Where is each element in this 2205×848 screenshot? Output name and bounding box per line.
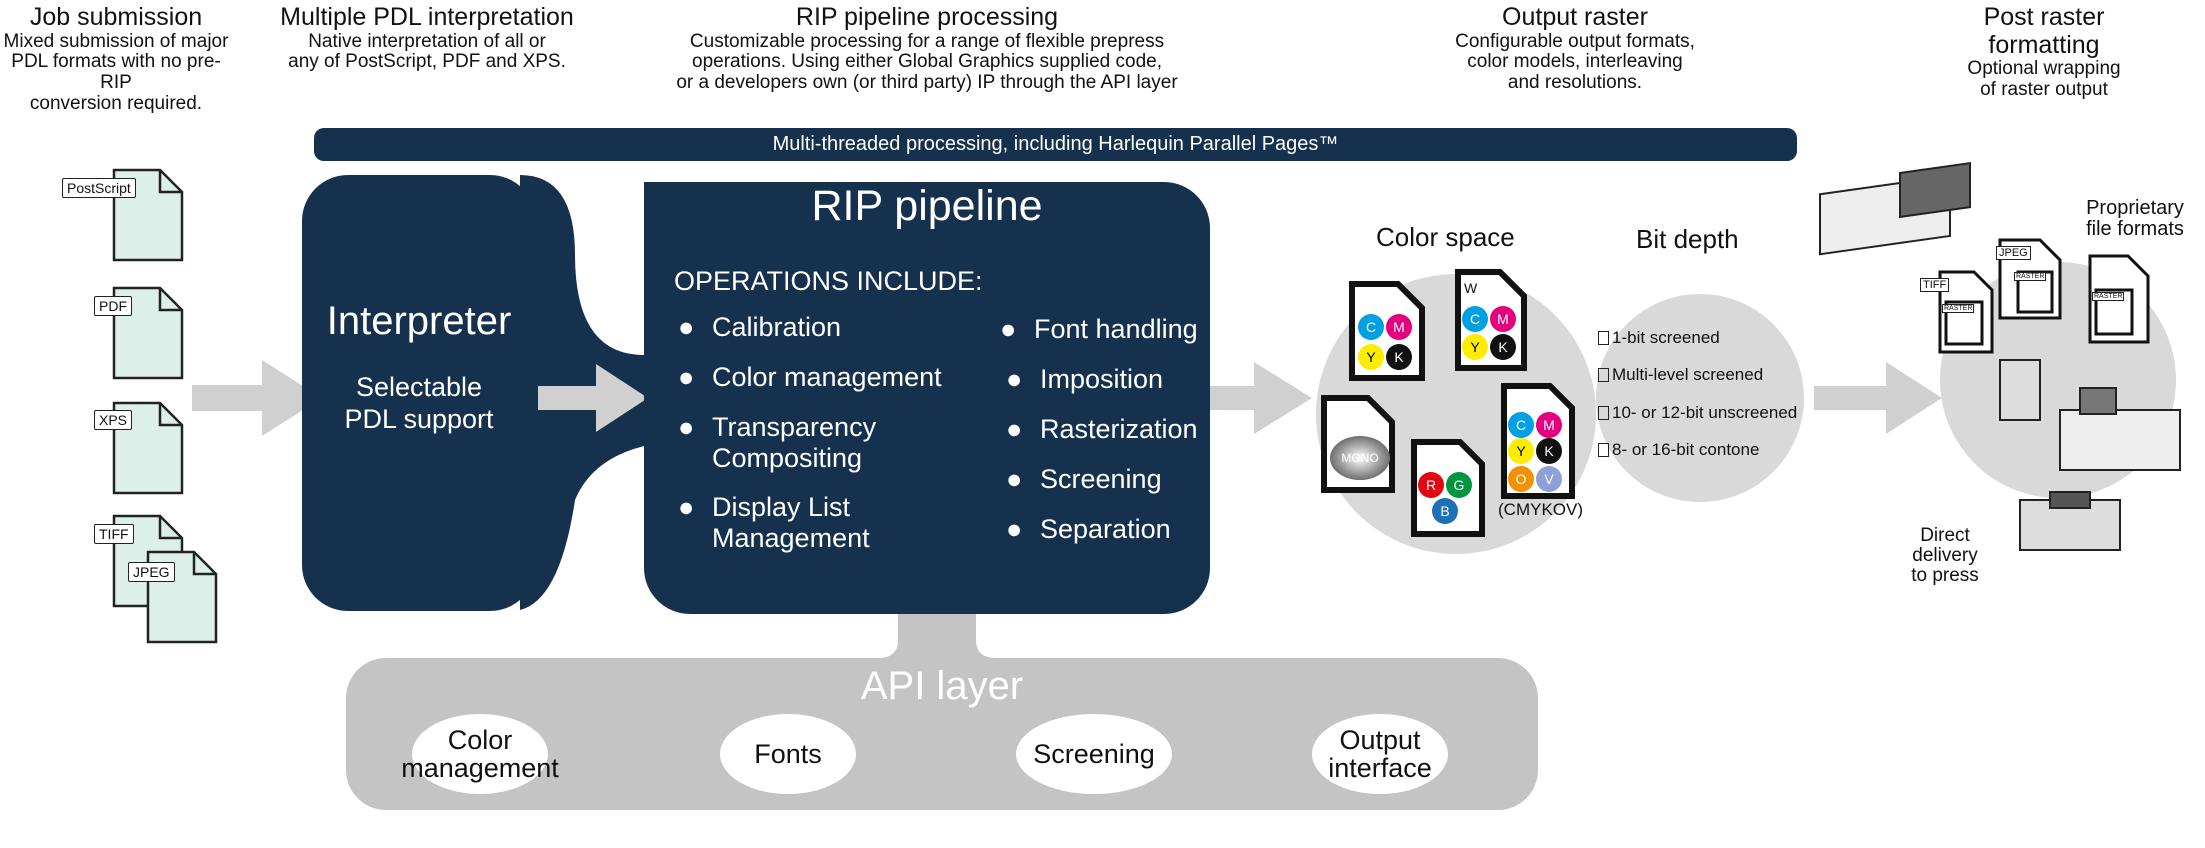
raster-tag: RASTER (1942, 304, 1975, 313)
swatch-r: R (1418, 472, 1444, 498)
cmykov-label: (CMYKOV) (1498, 500, 1583, 519)
header-title: RIP pipeline processing (795, 3, 1059, 31)
swatch-k: K (1386, 344, 1412, 370)
header-title: Output raster (1502, 3, 1648, 31)
swatch-y: Y (1508, 438, 1534, 464)
raster-tag: RASTER (2014, 272, 2047, 281)
bit-depth-item-4: 8- or 16-bit contone (1598, 440, 1759, 460)
interpreter-subtitle: Selectable PDL support (344, 372, 494, 435)
op-screening: ●Screening (1006, 464, 1162, 494)
header-desc: Customizable processing for a range of f… (676, 30, 1178, 94)
header-desc: Optional wrapping of raster output (1967, 58, 2121, 100)
swatch-o: O (1508, 466, 1534, 492)
api-title: API layer (860, 664, 1024, 708)
op-transparency: ●Transparency Compositing (678, 412, 877, 474)
bit-depth-item-1: 1-bit screened (1598, 328, 1720, 348)
header-desc: Configurable output formats, color model… (1455, 30, 1695, 94)
input-arrow (192, 360, 322, 436)
op-separation: ●Separation (1006, 514, 1171, 544)
header-desc: Mixed submission of major PDL formats wi… (3, 30, 229, 115)
swatch-v: V (1536, 466, 1562, 492)
header-title: Job submission (29, 3, 203, 31)
swatch-m: M (1386, 314, 1412, 340)
api-color-management: Color management (401, 714, 559, 794)
api-output-interface: Output interface (1312, 714, 1448, 794)
swatch-c: C (1462, 306, 1488, 332)
header-output-raster: Output raster Configurable output format… (1420, 3, 1730, 94)
header-pdl-interpretation: Multiple PDL interpretation Native inter… (262, 3, 592, 73)
output-arrow (1168, 362, 1312, 434)
op-display-list: ●Display List Management (678, 492, 870, 554)
api-fonts: Fonts (720, 714, 856, 794)
op-calibration: ●Calibration (678, 312, 842, 342)
swatch-k: K (1536, 438, 1562, 464)
swatch-c: C (1358, 314, 1384, 340)
swatch-b: B (1432, 498, 1458, 524)
mono-label: MONO (1330, 436, 1390, 480)
file-icon (1598, 331, 1609, 345)
api-layer: API layer Color management Fonts Screeni… (346, 658, 1538, 810)
file-icon (1598, 406, 1609, 420)
bit-depth-title: Bit depth (1636, 224, 1739, 254)
rip-api-connector (878, 612, 996, 658)
api-screening: Screening (1016, 714, 1172, 794)
swatch-k: K (1490, 334, 1516, 360)
interpreter-box: Interpreter Selectable PDL support (302, 175, 536, 611)
op-font-handling: ●Font handling (1000, 314, 1198, 344)
tiff-tag: TIFF (1920, 278, 1950, 292)
direct-delivery-label: Direct delivery to press (1911, 525, 1979, 586)
post-raster-arrow (1814, 362, 1942, 434)
document-icon (112, 168, 218, 644)
swatch-y: Y (1358, 344, 1384, 370)
jpeg-tag: JPEG (1996, 246, 2031, 260)
proprietary-formats-label: Proprietary file formats (2086, 197, 2184, 240)
color-space-title: Color space (1376, 222, 1515, 252)
bit-depth-circle (1596, 294, 1804, 502)
multithread-banner: Multi-threaded processing, including Har… (314, 128, 1797, 161)
swatch-y: Y (1462, 334, 1488, 360)
input-label-xps: XPS (94, 410, 133, 430)
swatch-w: W (1464, 280, 1478, 296)
raster-tag: RASTER (2092, 292, 2125, 301)
input-label-postscript: PostScript (62, 178, 136, 198)
swatch-m: M (1536, 412, 1562, 438)
swatch-c: C (1508, 412, 1534, 438)
rip-title: RIP pipeline (811, 182, 1043, 230)
raster-file-icon (1938, 238, 2150, 354)
file-icon (1598, 443, 1609, 457)
bit-depth-item-3: 10- or 12-bit unscreened (1598, 403, 1797, 423)
op-rasterization: ●Rasterization (1006, 414, 1198, 444)
header-post-raster: Post raster formatting Optional wrapping… (1944, 3, 2144, 101)
input-label-jpeg: JPEG (128, 562, 175, 582)
file-icon (1598, 368, 1609, 382)
rip-pipeline-box: RIP pipeline OPERATIONS INCLUDE: ●Calibr… (644, 182, 1210, 614)
interp-rip-arrow (538, 364, 648, 432)
header-desc: Native interpretation of all or any of P… (288, 30, 566, 73)
input-label-pdf: PDF (94, 296, 132, 316)
swatch-m: M (1490, 306, 1516, 332)
interpreter-title: Interpreter (326, 299, 512, 343)
header-title: Post raster formatting (1983, 3, 2105, 59)
op-color-management: ●Color management (678, 362, 942, 392)
ops-heading: OPERATIONS INCLUDE: (674, 266, 983, 296)
swatch-g: G (1446, 472, 1472, 498)
bit-depth-item-2: Multi-level screened (1598, 365, 1763, 385)
header-job-submission: Job submission Mixed submission of major… (0, 3, 232, 115)
input-label-tiff: TIFF (94, 524, 134, 544)
press-icon (1819, 161, 2181, 551)
header-title: Multiple PDL interpretation (280, 3, 574, 31)
header-rip-processing: RIP pipeline processing Customizable pro… (620, 3, 1234, 94)
op-imposition: ●Imposition (1006, 364, 1164, 394)
